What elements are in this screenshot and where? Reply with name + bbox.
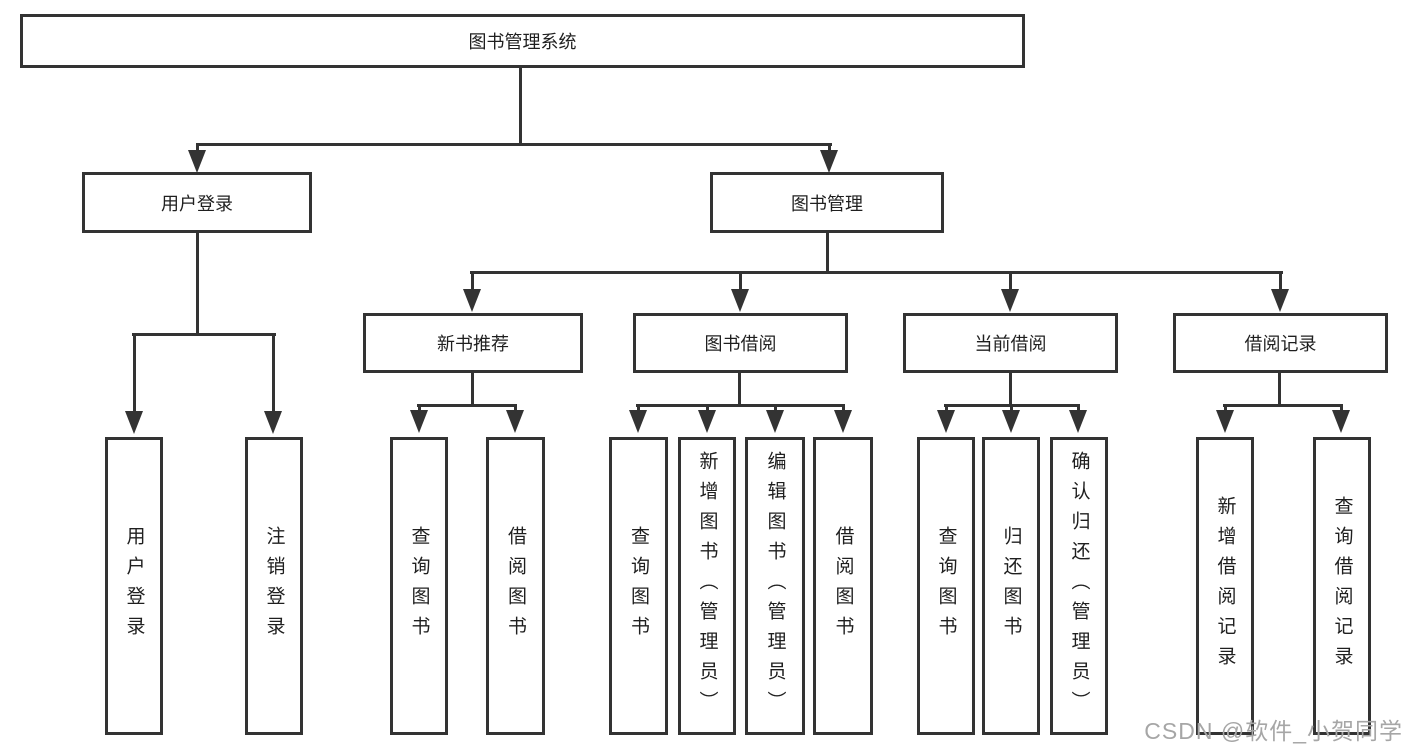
connector-records-stub [1340, 407, 1343, 412]
arrow-down-icon [1216, 410, 1234, 433]
arrow-down-icon [1001, 289, 1019, 312]
arrow-down-icon [463, 289, 481, 312]
node-label: 查询图书 [628, 526, 649, 646]
node-label: 借阅图书 [832, 526, 854, 646]
leaf-recommend-query-books: 查询图书 [390, 437, 448, 735]
connector-current-stub [1010, 407, 1013, 412]
connector-records-horizontal [1223, 404, 1343, 407]
connector-borrow-stub [637, 407, 640, 412]
leaf-borrow-edit-books-admin: 编辑图书（管理员） [745, 437, 805, 735]
node-label: 用户登录 [161, 193, 233, 214]
node-label: 查询图书 [408, 526, 430, 646]
leaf-borrow-borrow-books: 借阅图书 [813, 437, 873, 735]
connector-root-horizontal [196, 143, 832, 146]
arrow-down-icon [731, 289, 749, 312]
node-label: 借阅记录 [1244, 334, 1317, 354]
connector-bookmgmt-stub [1009, 274, 1012, 290]
arrow-down-icon [820, 150, 838, 173]
arrow-down-icon [506, 410, 524, 433]
connector-userlogin-vertical [196, 233, 199, 335]
connector-bookmgmt-horizontal [470, 271, 1283, 274]
connector-userlogin-horizontal [132, 333, 276, 336]
connector-borrow-vertical [738, 373, 741, 406]
connector-records-vertical [1278, 373, 1281, 406]
node-label: 新书推荐 [437, 334, 509, 354]
arrow-down-icon [410, 410, 428, 433]
connector-borrow-horizontal [636, 404, 845, 407]
leaf-current-return-books: 归还图书 [982, 437, 1040, 735]
leaf-records-query-record: 查询借阅记录 [1313, 437, 1371, 735]
node-label: 当前借阅 [974, 334, 1047, 354]
arrow-down-icon [125, 411, 143, 434]
node-borrow-records: 借阅记录 [1173, 313, 1388, 373]
connector-bookmgmt-stub [1279, 274, 1282, 290]
arrow-down-icon [264, 411, 282, 434]
node-new-book-recommend: 新书推荐 [363, 313, 583, 373]
node-label: 查询借阅记录 [1331, 496, 1353, 676]
connector-current-vertical [1009, 373, 1012, 406]
leaf-user-login: 用户登录 [105, 437, 163, 735]
leaf-current-confirm-return-admin: 确认归还（管理员） [1050, 437, 1108, 735]
node-label: 借阅图书 [505, 526, 526, 646]
leaf-current-query-books: 查询图书 [917, 437, 975, 735]
arrow-down-icon [937, 410, 955, 433]
leaf-recommend-borrow-books: 借阅图书 [486, 437, 545, 735]
node-current-borrow: 当前借阅 [903, 313, 1118, 373]
node-root: 图书管理系统 [20, 14, 1025, 68]
node-label: 注销登录 [263, 526, 285, 646]
connector-userlogin-right-drop [272, 336, 275, 412]
connector-borrow-stub [774, 407, 777, 412]
connector-current-stub [1077, 407, 1080, 412]
leaf-logout: 注销登录 [245, 437, 303, 735]
arrow-down-icon [1002, 410, 1020, 433]
node-label: 图书管理系统 [468, 32, 577, 52]
connector-recommend-stub [418, 407, 421, 412]
connector-recommend-stub [514, 407, 517, 412]
connector-current-stub [945, 407, 948, 412]
node-label: 图书借阅 [704, 334, 777, 354]
connector-recommend-vertical [471, 373, 474, 406]
connector-root-vertical [519, 68, 522, 145]
node-label: 新增借阅记录 [1214, 496, 1236, 676]
connector-root-right-stub [828, 146, 831, 153]
node-label: 新增图书（管理员） [696, 451, 718, 721]
node-label: 编辑图书（管理员） [764, 451, 786, 721]
arrow-down-icon [1271, 289, 1289, 312]
connector-borrow-stub [706, 407, 709, 412]
arrow-down-icon [188, 150, 206, 173]
node-label: 归还图书 [1000, 526, 1022, 646]
connector-bookmgmt-stub [471, 274, 474, 290]
arrow-down-icon [834, 410, 852, 433]
connector-bookmgmt-vertical [826, 233, 829, 273]
connector-records-stub [1224, 407, 1227, 412]
node-label: 图书管理 [791, 193, 863, 214]
arrow-down-icon [766, 410, 784, 433]
connector-root-left-stub [196, 146, 199, 153]
arrow-down-icon [1332, 410, 1350, 433]
arrow-down-icon [1069, 410, 1087, 433]
leaf-records-add-record: 新增借阅记录 [1196, 437, 1254, 735]
connector-bookmgmt-stub [739, 274, 742, 290]
connector-userlogin-left-drop [133, 336, 136, 412]
csdn-watermark: CSDN @软件_小贺同学 [1144, 718, 1403, 744]
arrow-down-icon [698, 410, 716, 433]
leaf-borrow-query-books: 查询图书 [609, 437, 668, 735]
node-label: 查询图书 [935, 526, 957, 646]
leaf-borrow-add-books-admin: 新增图书（管理员） [678, 437, 736, 735]
node-book-management: 图书管理 [710, 172, 944, 233]
node-user-login: 用户登录 [82, 172, 312, 233]
node-book-borrow: 图书借阅 [633, 313, 848, 373]
node-label: 用户登录 [123, 526, 145, 646]
arrow-down-icon [629, 410, 647, 433]
connector-current-horizontal [944, 404, 1080, 407]
connector-recommend-horizontal [417, 404, 517, 407]
connector-borrow-stub [842, 407, 845, 412]
node-label: 确认归还（管理员） [1068, 451, 1090, 721]
